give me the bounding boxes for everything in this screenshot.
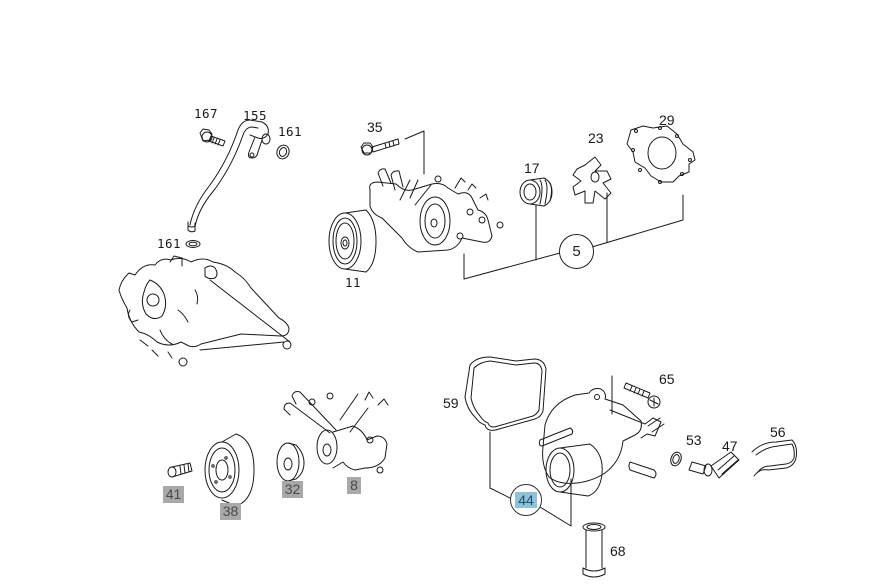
water-pump-8-drawing bbox=[283, 391, 389, 474]
part-label-65: 65 bbox=[659, 371, 675, 387]
pulley-38-drawing bbox=[204, 433, 255, 507]
part-label-35: 35 bbox=[367, 119, 383, 135]
impeller-23-drawing bbox=[572, 156, 612, 204]
part-label-17: 17 bbox=[524, 160, 540, 176]
assembly-bracket-5 bbox=[463, 192, 684, 280]
bolt-167-drawing bbox=[199, 128, 226, 147]
part-tag-41[interactable]: 41 bbox=[163, 486, 184, 503]
part-label-47: 47 bbox=[722, 438, 738, 454]
part-label-29: 29 bbox=[659, 112, 675, 128]
temperature-sensor-47-drawing bbox=[688, 451, 740, 479]
thermostat-housing-44-drawing bbox=[538, 388, 665, 497]
part-tag-32[interactable]: 32 bbox=[282, 481, 303, 498]
water-pump-5-drawing bbox=[369, 168, 504, 253]
timing-cover-drawing bbox=[118, 255, 292, 367]
part-label-155: 155 bbox=[243, 108, 268, 123]
part-label-23: 23 bbox=[588, 130, 604, 146]
part-label-53: 53 bbox=[686, 432, 702, 448]
assembly-callout-5[interactable]: 5 bbox=[559, 234, 594, 269]
gasket-29-drawing bbox=[626, 125, 696, 184]
gasket-59-drawing bbox=[464, 356, 547, 431]
assembly-label-44: 44 bbox=[515, 492, 537, 508]
seal-ring-161-upper-drawing bbox=[276, 144, 290, 160]
seal-ring-53-drawing bbox=[670, 451, 682, 467]
assembly-label-5: 5 bbox=[572, 243, 581, 260]
part-label-56: 56 bbox=[770, 424, 786, 440]
part-tag-38[interactable]: 38 bbox=[220, 503, 241, 520]
connecting-pipe-68-drawing bbox=[582, 522, 606, 578]
assembly-bracket-44 bbox=[489, 431, 572, 527]
part-label-167: 167 bbox=[194, 106, 219, 121]
seal-17-drawing bbox=[519, 177, 553, 207]
part-tag-8[interactable]: 8 bbox=[347, 477, 361, 494]
coolant-pipe-155-drawing bbox=[187, 119, 271, 233]
part-label-68: 68 bbox=[610, 543, 626, 559]
leader-35 bbox=[404, 130, 425, 175]
seal-ring-161-lower-drawing bbox=[185, 240, 201, 248]
bolt-41-drawing bbox=[167, 462, 193, 478]
part-label-59: 59 bbox=[443, 395, 459, 411]
bolt-35-drawing bbox=[360, 138, 400, 156]
retaining-clip-56-drawing bbox=[751, 439, 797, 477]
part-label-161-lower: 161 bbox=[157, 236, 182, 251]
part-label-161-upper: 161 bbox=[278, 124, 303, 139]
assembly-callout-44[interactable]: 44 bbox=[510, 484, 542, 516]
bolt-65-drawing bbox=[623, 382, 661, 409]
pulley-11-drawing bbox=[328, 209, 377, 273]
hub-32-drawing bbox=[276, 442, 305, 482]
part-label-11: 11 bbox=[345, 275, 362, 290]
